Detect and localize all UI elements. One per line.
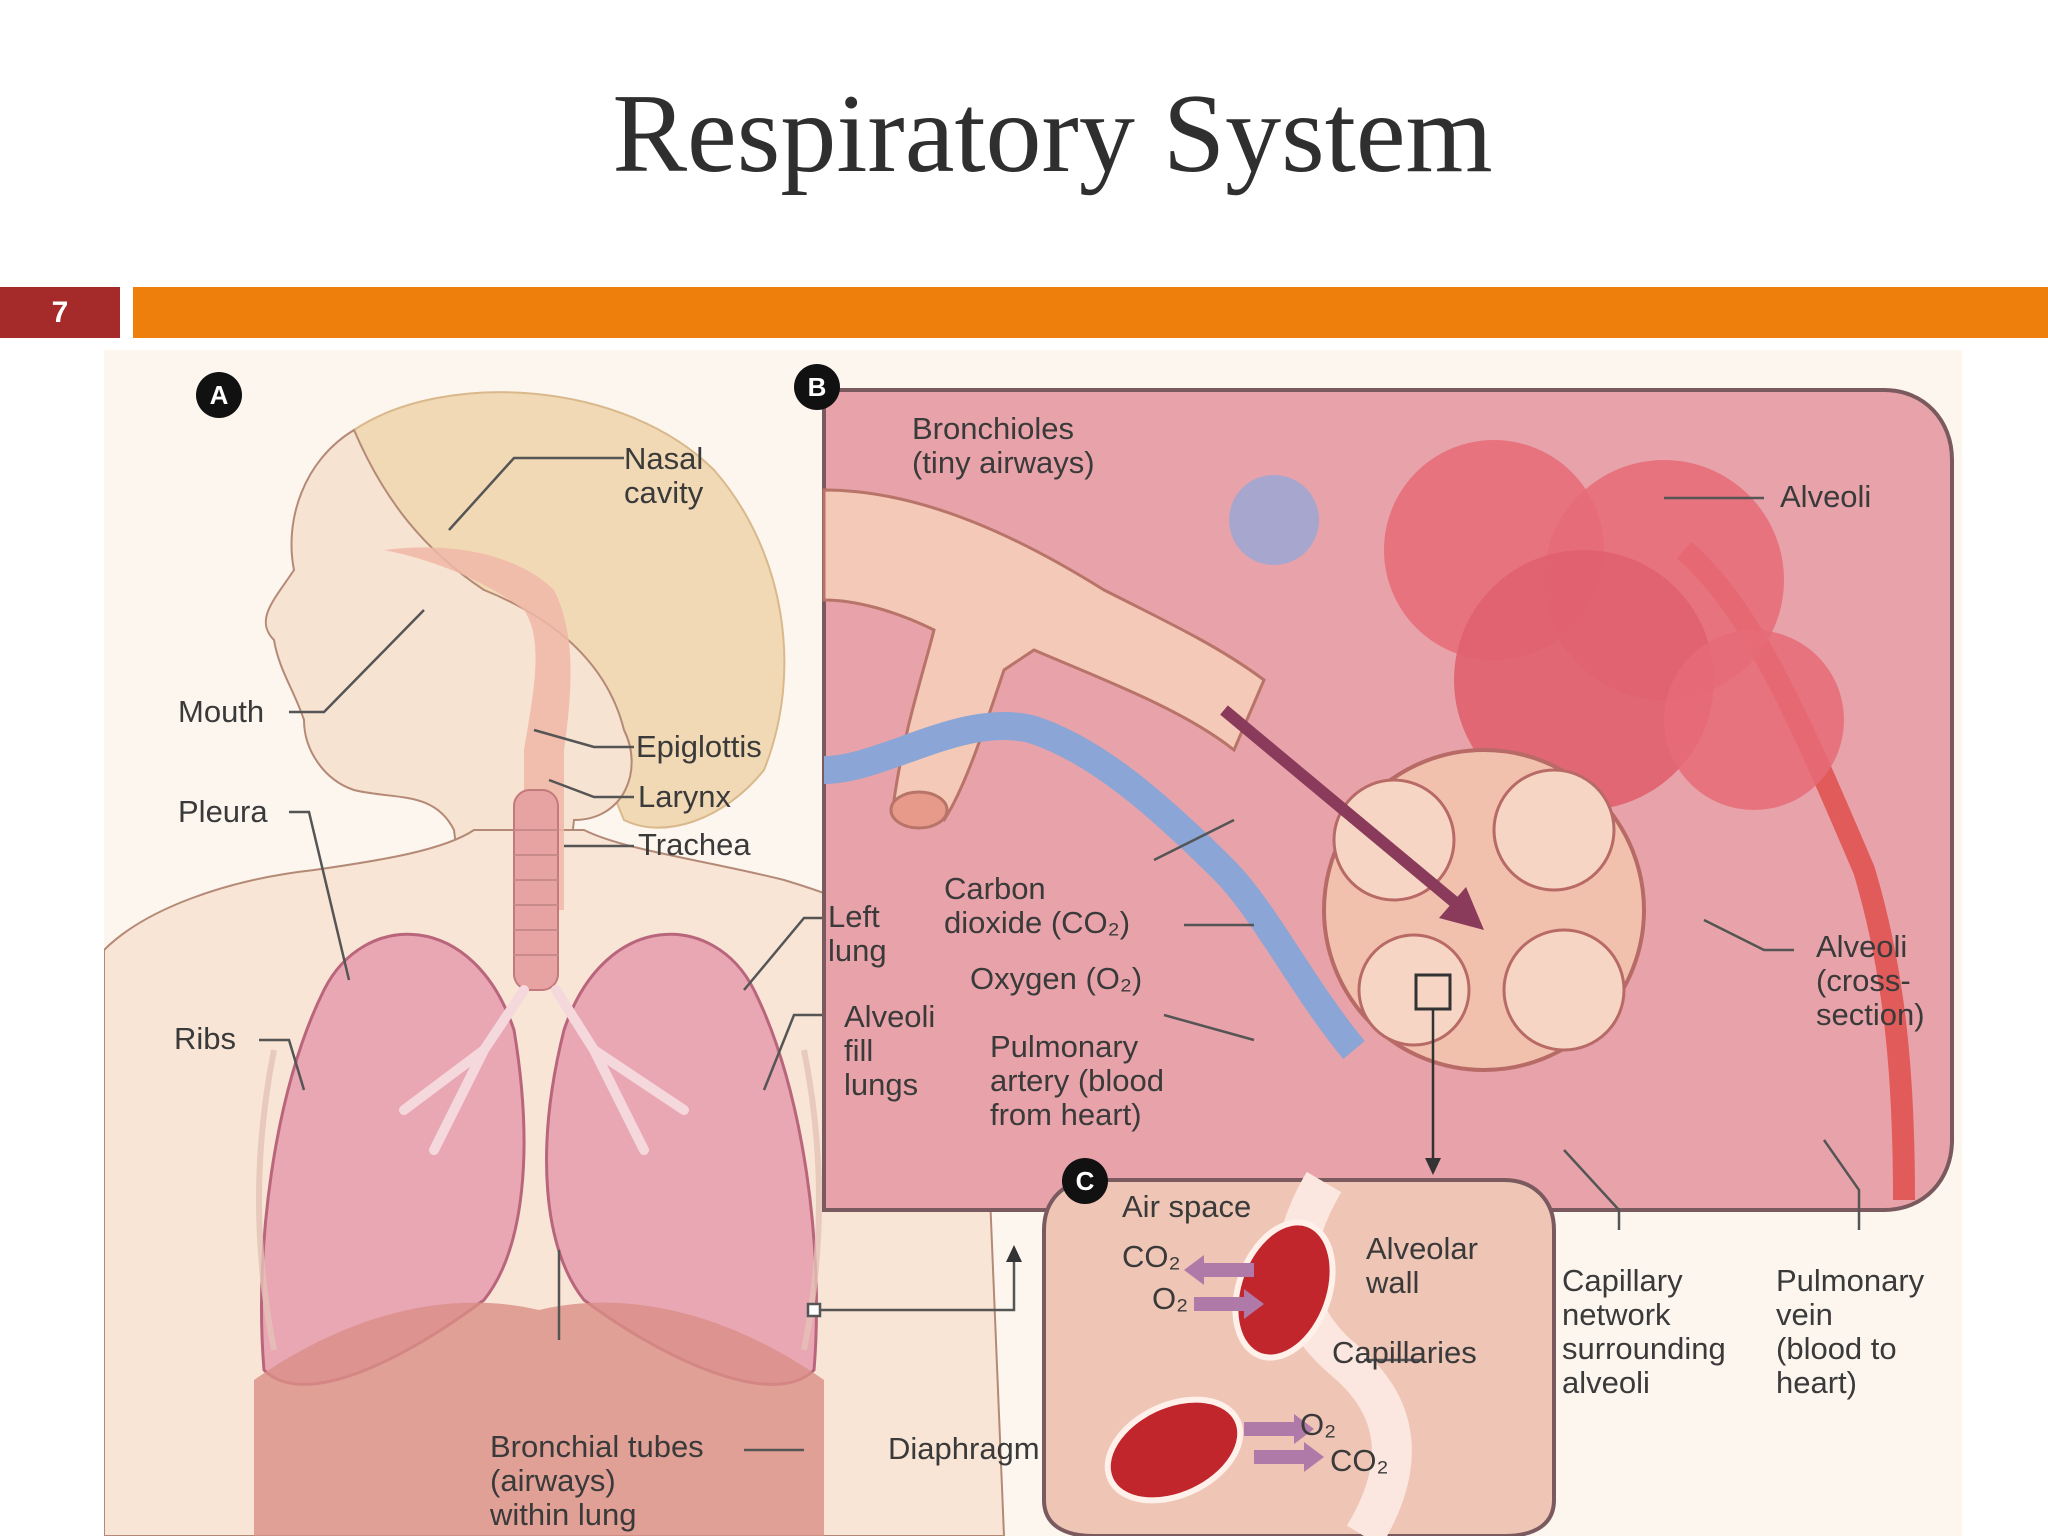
label-co2-right: CO₂ bbox=[1330, 1443, 1389, 1478]
label-mouth: Mouth bbox=[178, 694, 265, 729]
respiratory-diagram: A B C Nasal cavity Mouth Epiglottis Lary… bbox=[104, 350, 1962, 1536]
slide-title: Respiratory System bbox=[612, 72, 1493, 196]
alveoli-cluster bbox=[1229, 440, 1844, 810]
panel-a-illustration bbox=[104, 391, 1022, 1536]
accent-bar bbox=[133, 287, 2048, 338]
label-alveoli-cross-section: Alveoli (cross- section) bbox=[1816, 929, 1925, 1032]
panel-c-badge: C bbox=[1062, 1158, 1108, 1204]
label-air-space: Air space bbox=[1122, 1189, 1252, 1224]
panel-a-badge: A bbox=[196, 372, 242, 418]
diaphragm-shape bbox=[254, 1302, 824, 1536]
alveoli-cross-section bbox=[1322, 748, 1646, 1072]
label-larynx: Larynx bbox=[638, 779, 732, 814]
label-nasal-cavity: Nasal cavity bbox=[624, 441, 704, 510]
panel-c-illustration bbox=[1042, 1171, 1556, 1536]
slide-number: 7 bbox=[0, 287, 120, 338]
bronchi-shape bbox=[399, 985, 689, 1155]
panel-b-illustration bbox=[822, 388, 1954, 1230]
label-bronchioles: Bronchioles (tiny airways) bbox=[912, 411, 1095, 480]
label-o2-right: O₂ bbox=[1300, 1407, 1337, 1442]
label-o2-left: O₂ bbox=[1152, 1281, 1189, 1316]
label-alveoli-fill-lungs: Alveoli fill lungs bbox=[844, 999, 936, 1102]
bronchiole-opening bbox=[889, 790, 949, 830]
trachea-shape bbox=[513, 789, 559, 991]
capillary-lower bbox=[1104, 1396, 1244, 1504]
label-alveolar-wall: Alveolar wall bbox=[1366, 1231, 1478, 1300]
label-pleura: Pleura bbox=[178, 794, 268, 829]
label-ribs: Ribs bbox=[174, 1021, 237, 1056]
diagram-illustration bbox=[104, 388, 1954, 1536]
label-trachea: Trachea bbox=[638, 827, 751, 862]
pulmonary-artery-vessel bbox=[823, 711, 1365, 1059]
label-left-lung: Left lung bbox=[828, 899, 887, 968]
label-pulmonary-artery: Pulmonary artery (blood from heart) bbox=[990, 1029, 1165, 1132]
right-lung-shape bbox=[260, 932, 526, 1386]
label-co2-left: CO₂ bbox=[1122, 1239, 1181, 1274]
label-carbon-dioxide: Carbon dioxide (CO₂) bbox=[944, 871, 1131, 940]
label-alveoli: Alveoli bbox=[1780, 479, 1872, 514]
label-diaphragm: Diaphragm bbox=[888, 1431, 1040, 1466]
label-oxygen: Oxygen (O₂) bbox=[970, 961, 1143, 996]
label-epiglottis: Epiglottis bbox=[636, 729, 762, 764]
label-capillary-network: Capillary network surrounding alveoli bbox=[1562, 1263, 1726, 1400]
label-bronchial-tubes: Bronchial tubes (airways) within lung bbox=[490, 1429, 704, 1532]
label-capillaries: Capillaries bbox=[1332, 1335, 1477, 1370]
panel-b-badge: B bbox=[794, 364, 840, 410]
label-pulmonary-vein: Pulmonary vein (blood to heart) bbox=[1776, 1263, 1925, 1400]
